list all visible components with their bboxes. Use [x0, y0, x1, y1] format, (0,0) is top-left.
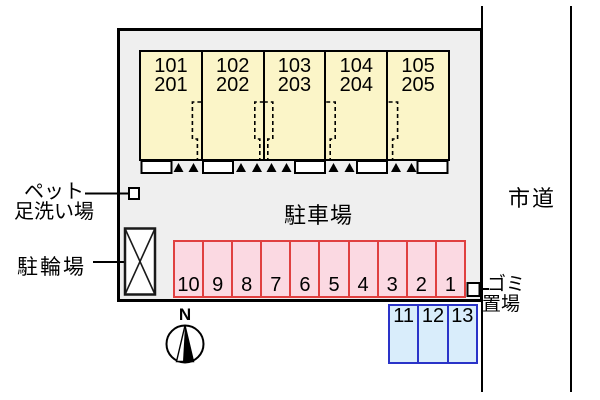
unit-105-205: 105 205 — [388, 52, 448, 159]
space-number: 9 — [212, 274, 224, 296]
parking-space: 9 — [204, 242, 234, 296]
entrance-arrow-icon — [328, 163, 339, 172]
unit-number-lower: 202 — [216, 74, 250, 96]
garbage-line2: 置場 — [482, 294, 521, 315]
space-number: 4 — [357, 274, 369, 296]
unit-101-201: 101 201 — [141, 52, 203, 159]
space-number: 5 — [328, 274, 340, 296]
parking-space: 3 — [378, 242, 408, 296]
unit-number-lower: 204 — [339, 74, 373, 96]
unit-104-204: 104 204 — [326, 52, 389, 159]
space-number: 13 — [451, 305, 474, 327]
unit-number-lower: 203 — [277, 74, 312, 96]
compass-icon — [165, 324, 205, 364]
entrance-arrow-icon — [406, 163, 417, 172]
parking-space: 6 — [291, 242, 321, 296]
entrance-porch — [294, 160, 326, 174]
pet-foot-wash-label: ペット 足洗い場 — [6, 182, 102, 222]
entrance-arrow-icon — [391, 163, 401, 172]
parking-row-extra: 11 12 13 — [388, 304, 478, 364]
x-cross-icon — [124, 228, 156, 295]
space-number: 6 — [299, 274, 311, 296]
unit-number-upper: 103 — [277, 55, 312, 77]
unit-number-lower: 201 — [154, 74, 188, 96]
entrance-porch — [356, 160, 388, 174]
parking-space: 8 — [233, 242, 263, 296]
parking-space: 12 — [419, 305, 449, 362]
stair-outline — [388, 101, 399, 160]
unit-number-upper: 105 — [401, 55, 435, 77]
stair-outline — [191, 101, 202, 160]
garbage-line1: ゴミ — [487, 274, 526, 295]
unit-103-203: 103 203 — [265, 52, 327, 159]
bicycle-area-marker — [123, 227, 157, 296]
entrance-porch — [140, 160, 173, 174]
space-number: 8 — [241, 274, 253, 296]
space-number: 11 — [393, 305, 415, 327]
parking-space: 1 — [436, 242, 464, 296]
parking-row-main: 10 9 8 7 6 5 4 3 2 1 — [173, 240, 466, 298]
space-number: 7 — [270, 274, 282, 296]
unit-number-upper: 102 — [216, 55, 250, 77]
pet-foot-wash-line2: 足洗い場 — [14, 201, 94, 223]
parking-space: 5 — [320, 242, 350, 296]
entrance-arrow-icon — [344, 163, 355, 172]
space-number: 3 — [386, 274, 398, 296]
unit-number-upper: 101 — [154, 55, 188, 77]
entrance-arrow-icon — [281, 163, 292, 172]
parking-space: 2 — [407, 242, 437, 296]
entrance-arrow-icon — [188, 163, 199, 172]
parking-space: 7 — [262, 242, 292, 296]
unit-102-202: 102 202 — [203, 52, 265, 159]
apartment-building: 101 201 102 202 103 203 104 204 105 205 — [139, 50, 450, 161]
space-number: 10 — [177, 274, 200, 296]
pet-wash-marker — [128, 187, 140, 200]
garbage-area-label: ゴミ 置場 — [482, 274, 526, 315]
entrance-arrow-icon — [236, 163, 246, 172]
stair-outline — [263, 101, 274, 160]
entrance-arrow-icon — [252, 163, 262, 172]
stair-outline — [326, 101, 336, 160]
space-number: 12 — [421, 305, 445, 327]
parking-space: 10 — [175, 242, 205, 296]
compass-needle — [183, 325, 194, 362]
parking-area-label: 駐車場 — [284, 203, 354, 228]
garbage-marker — [466, 282, 481, 297]
stair-outline — [254, 101, 264, 160]
road-edge-line-outer — [570, 6, 572, 392]
space-number: 1 — [444, 274, 456, 296]
pet-foot-wash-line1: ペット — [24, 181, 84, 203]
parking-space: 13 — [448, 305, 476, 362]
city-road-label: 市道 — [508, 186, 557, 211]
space-number: 2 — [415, 274, 427, 296]
entrance-arrow-icon — [266, 163, 277, 172]
unit-number-lower: 205 — [401, 74, 435, 96]
entrance-porch — [416, 160, 449, 174]
parking-space: 11 — [390, 305, 420, 362]
entrance-porch — [202, 160, 234, 174]
unit-number-upper: 104 — [339, 55, 373, 77]
compass-north-label: N — [178, 305, 192, 324]
bicycle-parking-label: 駐輪場 — [17, 256, 86, 279]
entrance-arrow-icon — [173, 163, 184, 172]
parking-space: 4 — [349, 242, 379, 296]
